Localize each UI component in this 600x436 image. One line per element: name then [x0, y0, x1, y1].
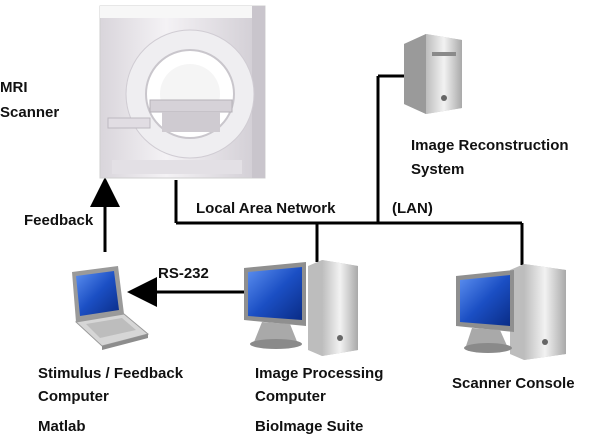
lan-abbrev-label: (LAN): [392, 200, 433, 217]
stimulus-label-line1: Stimulus / Feedback: [38, 365, 184, 382]
recon-label-line2: System: [411, 161, 464, 178]
mri-scanner-icon: [99, 5, 266, 179]
desktop-computer-icon: [244, 260, 358, 356]
lan-network: [174, 74, 524, 265]
lan-label: Local Area Network: [196, 200, 336, 217]
processing-software-label: BioImage Suite: [255, 418, 363, 435]
laptop-icon: [72, 266, 150, 350]
desktop-computer-icon: [456, 264, 566, 360]
stimulus-software-label: Matlab: [38, 418, 86, 435]
rs232-label: RS-232: [158, 265, 209, 282]
processing-label-line1: Image Processing: [255, 365, 383, 382]
feedback-label: Feedback: [24, 212, 94, 229]
console-label: Scanner Console: [452, 375, 575, 392]
server-tower-icon: [404, 34, 462, 114]
mri-label-line2: Scanner: [0, 104, 59, 121]
stimulus-label-line2: Computer: [38, 388, 109, 405]
mri-label-line1: MRI: [0, 79, 28, 96]
processing-label-line2: Computer: [255, 388, 326, 405]
recon-label-line1: Image Reconstruction: [411, 137, 569, 154]
